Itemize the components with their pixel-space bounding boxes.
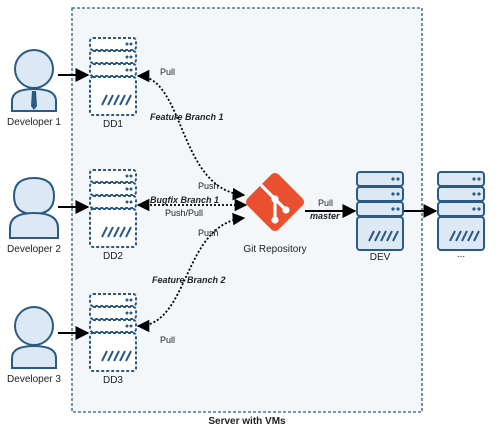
person-icon bbox=[11, 306, 57, 369]
boundary-label: Server with VMs bbox=[208, 416, 286, 427]
developer-2: Developer 2 bbox=[7, 176, 61, 255]
dd2-label: DD2 bbox=[103, 251, 123, 262]
git-repository-label: Git Repository bbox=[243, 244, 306, 255]
server-icon bbox=[437, 171, 485, 251]
dd3-pull-label: Pull bbox=[160, 335, 175, 345]
person-icon bbox=[9, 176, 59, 239]
feature-branch-2-label: Feature Branch 2 bbox=[152, 275, 226, 285]
dd2-server: DD2 bbox=[89, 169, 137, 262]
push-top-label: Push bbox=[198, 181, 219, 191]
developer-2-label: Developer 2 bbox=[7, 244, 61, 255]
dd1-label: DD1 bbox=[103, 119, 123, 130]
dd3-label: DD3 bbox=[103, 375, 123, 386]
bugfix-branch-1-label: Bugfix Branch 1 bbox=[150, 195, 219, 205]
dev-server: DEV bbox=[356, 171, 404, 263]
server-icon bbox=[89, 169, 137, 248]
push-bottom-label: Push bbox=[198, 228, 219, 238]
developer-3: Developer 3 bbox=[7, 306, 61, 385]
dev-label: DEV bbox=[370, 252, 391, 263]
dd1-server: DD1 bbox=[89, 37, 137, 130]
feature-branch-1-label: Feature Branch 1 bbox=[150, 112, 224, 122]
tie-icon bbox=[31, 91, 37, 110]
developer-3-label: Developer 3 bbox=[7, 374, 61, 385]
dd3-server: DD3 bbox=[89, 293, 137, 386]
dd1-git-connector bbox=[136, 69, 246, 201]
server-icon bbox=[89, 37, 137, 116]
next-server-label: ... bbox=[457, 249, 465, 260]
git-repository: Git Repository bbox=[243, 172, 307, 255]
push-pull-label: Push/Pull bbox=[165, 208, 203, 218]
developer-1: Developer 1 bbox=[7, 49, 61, 128]
person-icon bbox=[11, 49, 57, 112]
server-icon bbox=[89, 293, 137, 372]
dd1-pull-label: Pull bbox=[160, 67, 175, 77]
git-pull-label: Pull bbox=[318, 198, 333, 208]
developer-1-label: Developer 1 bbox=[7, 117, 61, 128]
server-icon bbox=[356, 171, 404, 251]
dd3-git-connector bbox=[136, 212, 246, 333]
git-logo-icon bbox=[245, 172, 305, 232]
next-server: ... bbox=[437, 171, 485, 260]
master-label: master bbox=[310, 211, 340, 221]
